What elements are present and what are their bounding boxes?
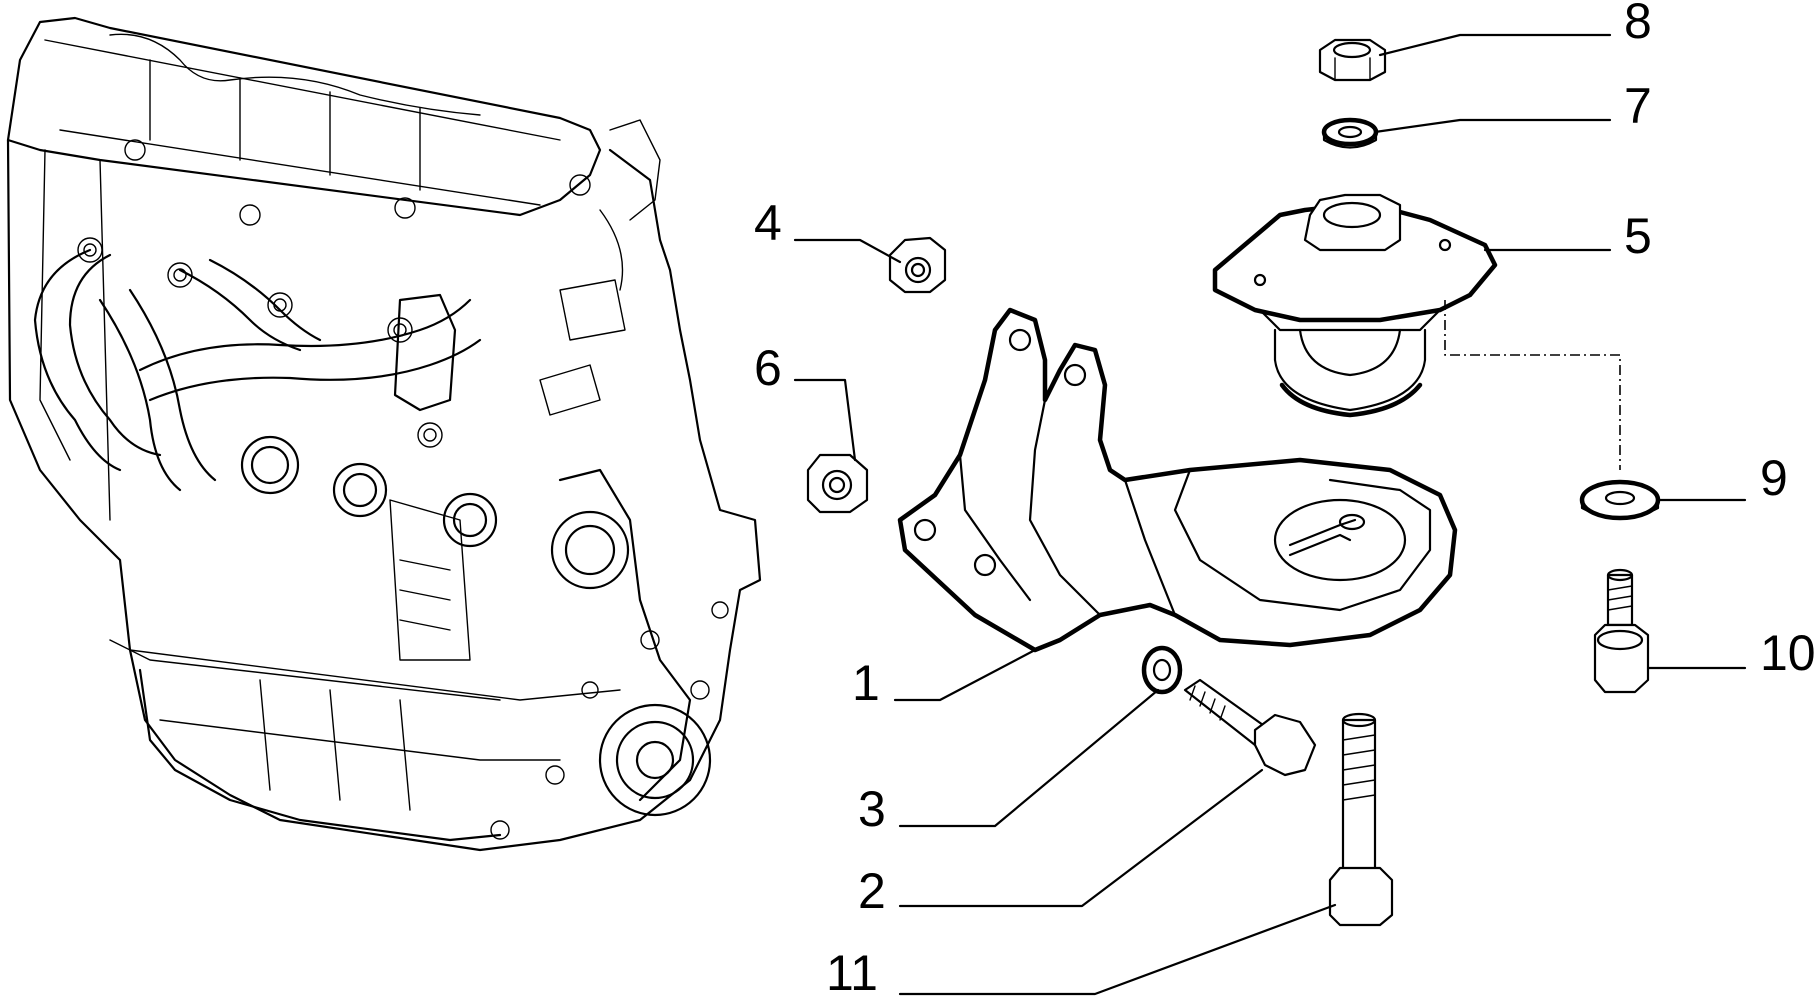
hex-nut-6 — [806, 453, 869, 514]
callout-7: 7 — [1624, 78, 1652, 134]
leader-lines — [793, 33, 1747, 996]
leader-line-8 — [1378, 33, 1612, 57]
leader-line-6 — [793, 378, 857, 462]
callout-11: 11 — [826, 945, 878, 998]
assembly-axis-line — [1444, 300, 1621, 470]
long-bolt-11 — [1328, 712, 1394, 927]
callout-8: 8 — [1624, 0, 1652, 49]
hex-nut-4 — [888, 236, 947, 294]
leader-line-3 — [898, 688, 1160, 828]
rubber-engine-mount — [1212, 193, 1498, 418]
spring-washer-7 — [1321, 117, 1379, 149]
callout-10: 10 — [1760, 625, 1816, 681]
callout-6: 6 — [754, 340, 782, 396]
engine-mount-bracket — [897, 307, 1458, 653]
hex-nut-8 — [1318, 38, 1387, 82]
leader-line-4 — [793, 238, 902, 264]
engine-illustration — [6, 16, 762, 852]
washer-3 — [1141, 645, 1183, 695]
callout-2: 2 — [858, 863, 886, 919]
callout-labels: 8 7 5 9 10 4 6 1 3 2 11 — [754, 0, 1816, 998]
leader-line-1 — [893, 648, 1037, 702]
callout-3: 3 — [858, 781, 886, 837]
callout-4: 4 — [754, 195, 782, 251]
leader-line-11 — [898, 903, 1337, 996]
stud-bolt-10 — [1593, 568, 1650, 694]
hex-bolt-2 — [1183, 678, 1317, 777]
callout-5: 5 — [1624, 208, 1652, 264]
flat-washer-9 — [1579, 479, 1661, 521]
leader-line-7 — [1373, 118, 1612, 134]
leader-line-2 — [898, 768, 1264, 908]
callout-1: 1 — [852, 655, 880, 711]
callout-9: 9 — [1760, 450, 1788, 506]
